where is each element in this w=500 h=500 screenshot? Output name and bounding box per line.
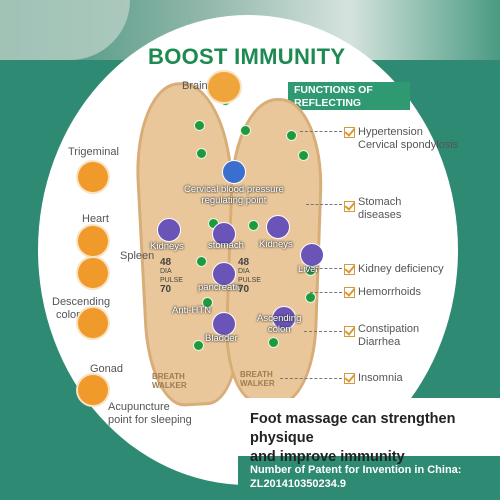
gonad-icon bbox=[78, 375, 108, 405]
cervical-label: Cervical blood pressure regulating point bbox=[184, 184, 284, 206]
insole-screen-left: 48 DIA PULSE 70 bbox=[160, 257, 183, 295]
kidney-point bbox=[266, 215, 290, 239]
page-title: BOOST IMMUNITY bbox=[148, 44, 346, 69]
connector-line bbox=[280, 378, 342, 379]
reflex-dot bbox=[240, 125, 251, 136]
reflex-dot bbox=[298, 150, 309, 161]
connector-line bbox=[300, 131, 342, 132]
spleen-label: Spleen bbox=[120, 250, 155, 262]
reflex-dot bbox=[248, 220, 259, 231]
function-kidney: Kidney deficiency bbox=[358, 263, 444, 275]
bottom-band bbox=[238, 456, 500, 500]
check-icon bbox=[344, 201, 355, 212]
bladder-label: Bladder bbox=[205, 333, 238, 344]
connector-line bbox=[304, 331, 342, 332]
gonad-label: Gonad bbox=[90, 363, 124, 375]
cervical-point bbox=[222, 160, 246, 184]
brain-icon bbox=[208, 72, 240, 102]
reflex-dot bbox=[286, 130, 297, 141]
colon-point bbox=[272, 306, 296, 330]
trigeminal-icon bbox=[78, 162, 108, 192]
function-hypertension: Hypertension Cervical spondylosis bbox=[358, 126, 459, 151]
heart-icon bbox=[78, 226, 108, 256]
colon-icon bbox=[78, 308, 108, 338]
check-icon bbox=[344, 287, 355, 298]
ascending-colon-label: Ascending colon bbox=[257, 313, 302, 335]
reflex-dot bbox=[202, 297, 213, 308]
pancreatic-point bbox=[212, 262, 236, 286]
kidneys-right-label: Kidneys bbox=[259, 239, 293, 250]
brand-logo-left: BREATH WALKER bbox=[152, 372, 187, 390]
connector-line bbox=[310, 292, 342, 293]
brand-logo-right: BREATH WALKER bbox=[240, 370, 275, 388]
function-stomach: Stomach diseases bbox=[358, 196, 402, 221]
trigeminal-label: Trigeminal bbox=[68, 146, 119, 158]
heart-label: Heart bbox=[82, 213, 109, 225]
kidneys-left-label: Kidneys bbox=[150, 241, 184, 252]
functions-header: FUNCTIONS OF REFLECTING REGIONS bbox=[288, 82, 410, 122]
bladder-point bbox=[212, 312, 236, 336]
descending-colon-label: Descending colon bbox=[52, 296, 111, 321]
reflex-dot bbox=[194, 120, 205, 131]
connector-line bbox=[310, 268, 342, 269]
kidney-point bbox=[157, 218, 181, 242]
check-icon bbox=[344, 127, 355, 138]
anti-htn-label: Anti-HTN bbox=[172, 305, 212, 316]
reflex-dot bbox=[305, 292, 316, 303]
message-text: Foot massage can strengthen physique and… bbox=[250, 411, 456, 465]
function-insomnia: Insomnia bbox=[358, 372, 403, 384]
check-icon bbox=[344, 326, 355, 337]
stomach-point bbox=[212, 222, 236, 246]
insole-screen-right: 48 DIA PULSE 70 bbox=[238, 257, 261, 295]
check-icon bbox=[344, 264, 355, 275]
spleen-icon bbox=[78, 258, 108, 288]
acupuncture-label: Acupuncture point for sleeping bbox=[108, 401, 192, 426]
connector-line bbox=[306, 204, 342, 205]
liver-point bbox=[300, 243, 324, 267]
check-icon bbox=[344, 373, 355, 384]
reflex-dot bbox=[196, 256, 207, 267]
pancreatic-label: pancreatic bbox=[198, 282, 242, 293]
message-box bbox=[238, 398, 500, 456]
reflex-dot bbox=[196, 148, 207, 159]
patent-text: Number of Patent for Invention in China:… bbox=[250, 464, 462, 490]
stomach-label: stomach bbox=[208, 240, 244, 251]
liver-label: Liver bbox=[298, 264, 319, 275]
function-constipation: Constipation Diarrhea bbox=[358, 323, 420, 348]
reflex-dot bbox=[193, 340, 204, 351]
reflex-dot bbox=[268, 337, 279, 348]
brain-label: Brain bbox=[182, 80, 208, 92]
function-hemorrhoids: Hemorrhoids bbox=[358, 286, 421, 298]
